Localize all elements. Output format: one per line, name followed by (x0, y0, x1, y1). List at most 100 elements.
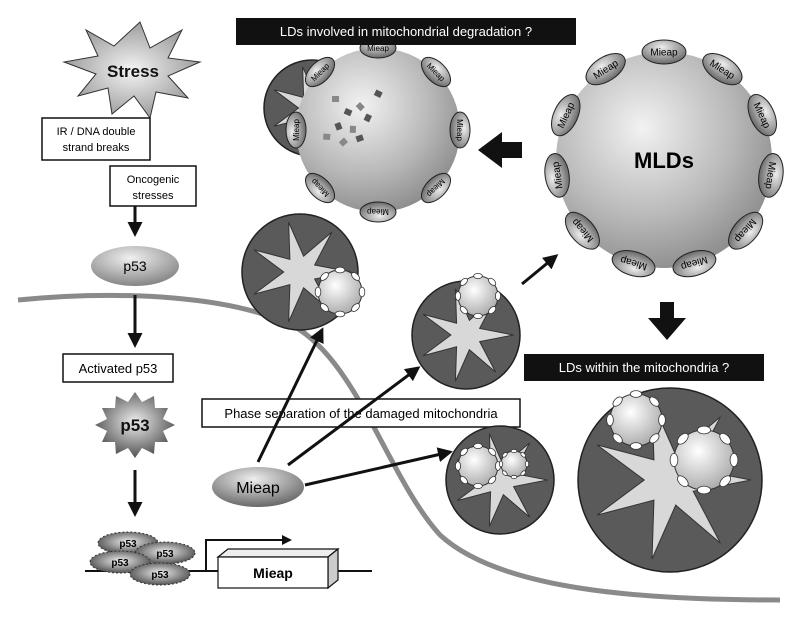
degradation-fragment (363, 113, 372, 123)
mito-middle-ld-mieap-dot (495, 291, 502, 301)
degradation-fragment (355, 134, 364, 143)
mito-top-left-ld-mieap-dot (358, 286, 366, 298)
degradation-mieap-item: Mieap (359, 201, 397, 223)
mito-top-left-ld-mieap-dot (351, 272, 360, 281)
cell-membrane (17, 292, 781, 603)
mlds-mieap-item: Mieap (641, 39, 687, 65)
mieap-gene-box (217, 556, 329, 589)
mito-lower-ld2-mieap-dot (502, 452, 508, 458)
p53-tetramer-4 (129, 562, 191, 586)
mito-middle-ld-mieap-dot (454, 291, 461, 301)
p53-tetramer-label-2: p53 (156, 549, 174, 560)
arrow-mieap-to-mito-top (256, 327, 324, 463)
mito-middle-ld-mieap-dot (488, 306, 497, 315)
mlds-mieap-pill (672, 250, 717, 278)
degradation-fragment (332, 96, 339, 102)
mito-large-ld2-mieap-dot (719, 475, 732, 488)
mlds-mieap-label: Mieap (551, 161, 566, 190)
degradation-fragment (373, 89, 383, 98)
p53-tetramer: p53 p53 p53 p53 (89, 531, 196, 586)
arrow-mlds-to-degradation (478, 132, 522, 168)
degradation-mieap-item: Mieap (304, 172, 336, 204)
ir-dna-line1: IR / DNA double (57, 126, 136, 138)
degradation-mieap-pill (359, 201, 397, 223)
degradation-mieap-label: Mieap (367, 44, 389, 53)
oncogenic-line2: stresses (133, 190, 174, 202)
mito-middle-ld-mieap-dot (488, 277, 497, 286)
degradation-mieap-pill (420, 56, 452, 88)
mito-large-ld2-mieap-dot (669, 452, 679, 467)
mlds-mieap-label: Mieap (650, 48, 678, 59)
mito-large-ld2-mieap-dot (676, 475, 689, 488)
p53-active-burst (95, 392, 175, 458)
degradation-mieap-item: Mieap (449, 111, 471, 149)
mito-lower-ld-mieap-dot (459, 447, 468, 456)
mlds-mieap-label: Mieap (762, 161, 777, 190)
mito-lower-ld-mieap-dot (454, 461, 461, 471)
degradation-fragment (343, 107, 353, 117)
mlds-mieap-pill (702, 53, 743, 86)
mlds-mieap-pill (544, 153, 570, 198)
mitochondrion-lower (445, 425, 555, 535)
mito-middle-ld-mieap-dot (473, 313, 483, 320)
degradation-mieap-pill (420, 172, 452, 204)
mlds-mieap-item: Mieap (551, 94, 581, 137)
mlds-mieap-pill (728, 211, 764, 250)
mito-large-ld1-mieap-dot (649, 396, 660, 407)
p53-label: p53 (123, 258, 147, 274)
mlds-mieap-pill (564, 211, 600, 250)
mieap-protein (212, 467, 304, 507)
ld-degradation-title: LDs involved in mitochondrial degradatio… (280, 24, 532, 39)
arrow-mlds-to-within (648, 302, 686, 340)
mlds-mieap-item: Mieap (611, 250, 656, 278)
mito-top-left-ld-mieap-dot (351, 303, 360, 312)
stress-label: Stress (107, 62, 159, 81)
p53-pill (91, 246, 179, 286)
degradation-mieap-pill (449, 111, 471, 149)
mito-lower-ld2-mieap-dot (502, 470, 508, 476)
mlds-label: MLDs (634, 148, 694, 173)
mlds-mieap-item: Mieap (747, 94, 777, 137)
mito-lower-ld2-mieap-dot (520, 452, 526, 458)
p53-tetramer-label-4: p53 (151, 570, 169, 581)
mlds-mieap-item: Mieap (758, 153, 784, 198)
degradation-mieap-label: Mieap (292, 119, 301, 141)
degradation-mieap-pill (285, 111, 307, 149)
promoter-arrow (205, 535, 292, 571)
mito-large-ld2-mieap-dot (729, 453, 739, 468)
ld-within-title: LDs within the mitochondria ? (559, 360, 730, 375)
phase-separation-label: Phase separation of the damaged mitochon… (224, 406, 498, 421)
degradation-mieap-pill (304, 172, 336, 204)
degradation-mieap-pill (304, 56, 336, 88)
mito-large-ld1-mieap-dot (629, 390, 643, 398)
oncogenic-line1: Oncogenic (127, 174, 180, 186)
mlds-mieap-item: Mieap (702, 53, 743, 86)
mieap-protein-label: Mieap (236, 480, 280, 497)
mito-large-ld1-mieap-dot (649, 433, 660, 444)
mito-lower-ld-mieap-dot (488, 447, 497, 456)
mito-top-left-ld-mieap-dot (334, 266, 346, 274)
mlds-mieap-item: Mieap (544, 153, 570, 198)
ld-degradation-title-box (236, 18, 576, 45)
degradation-mieap-item: Mieap (420, 172, 452, 204)
arrow-mieap-to-mito-low (304, 447, 453, 487)
oncogenic-box (109, 165, 197, 207)
mito-large-ld2-mieap-dot (696, 485, 711, 495)
arrow-mieap-to-mito-mid (287, 366, 421, 467)
mlds-mieap-item: Mieap (672, 250, 717, 278)
mito-large-ld2-mieap-dot (697, 425, 712, 435)
mieap-gene-label: Mieap (253, 565, 293, 581)
mlds-droplet (556, 52, 772, 268)
activated-p53-box (62, 353, 174, 383)
mito-large-ld1-mieap-dot (606, 413, 614, 427)
mito-lower-ld-mieap-dot (473, 442, 483, 449)
mlds-mieap-pill (585, 53, 626, 86)
mitochondrion-middle (411, 272, 521, 390)
mito-large-ld2-mieap-dot (719, 432, 732, 445)
mito-lower-ld2-mieap-dot (498, 460, 504, 468)
mlds-mieap-pill (551, 94, 581, 137)
mitochondrion-top-left (241, 213, 366, 331)
degradation-mieap-item: Mieap (285, 111, 307, 149)
mito-top-left-ld-mieap-dot (320, 303, 329, 312)
phase-separation-box (201, 398, 521, 428)
